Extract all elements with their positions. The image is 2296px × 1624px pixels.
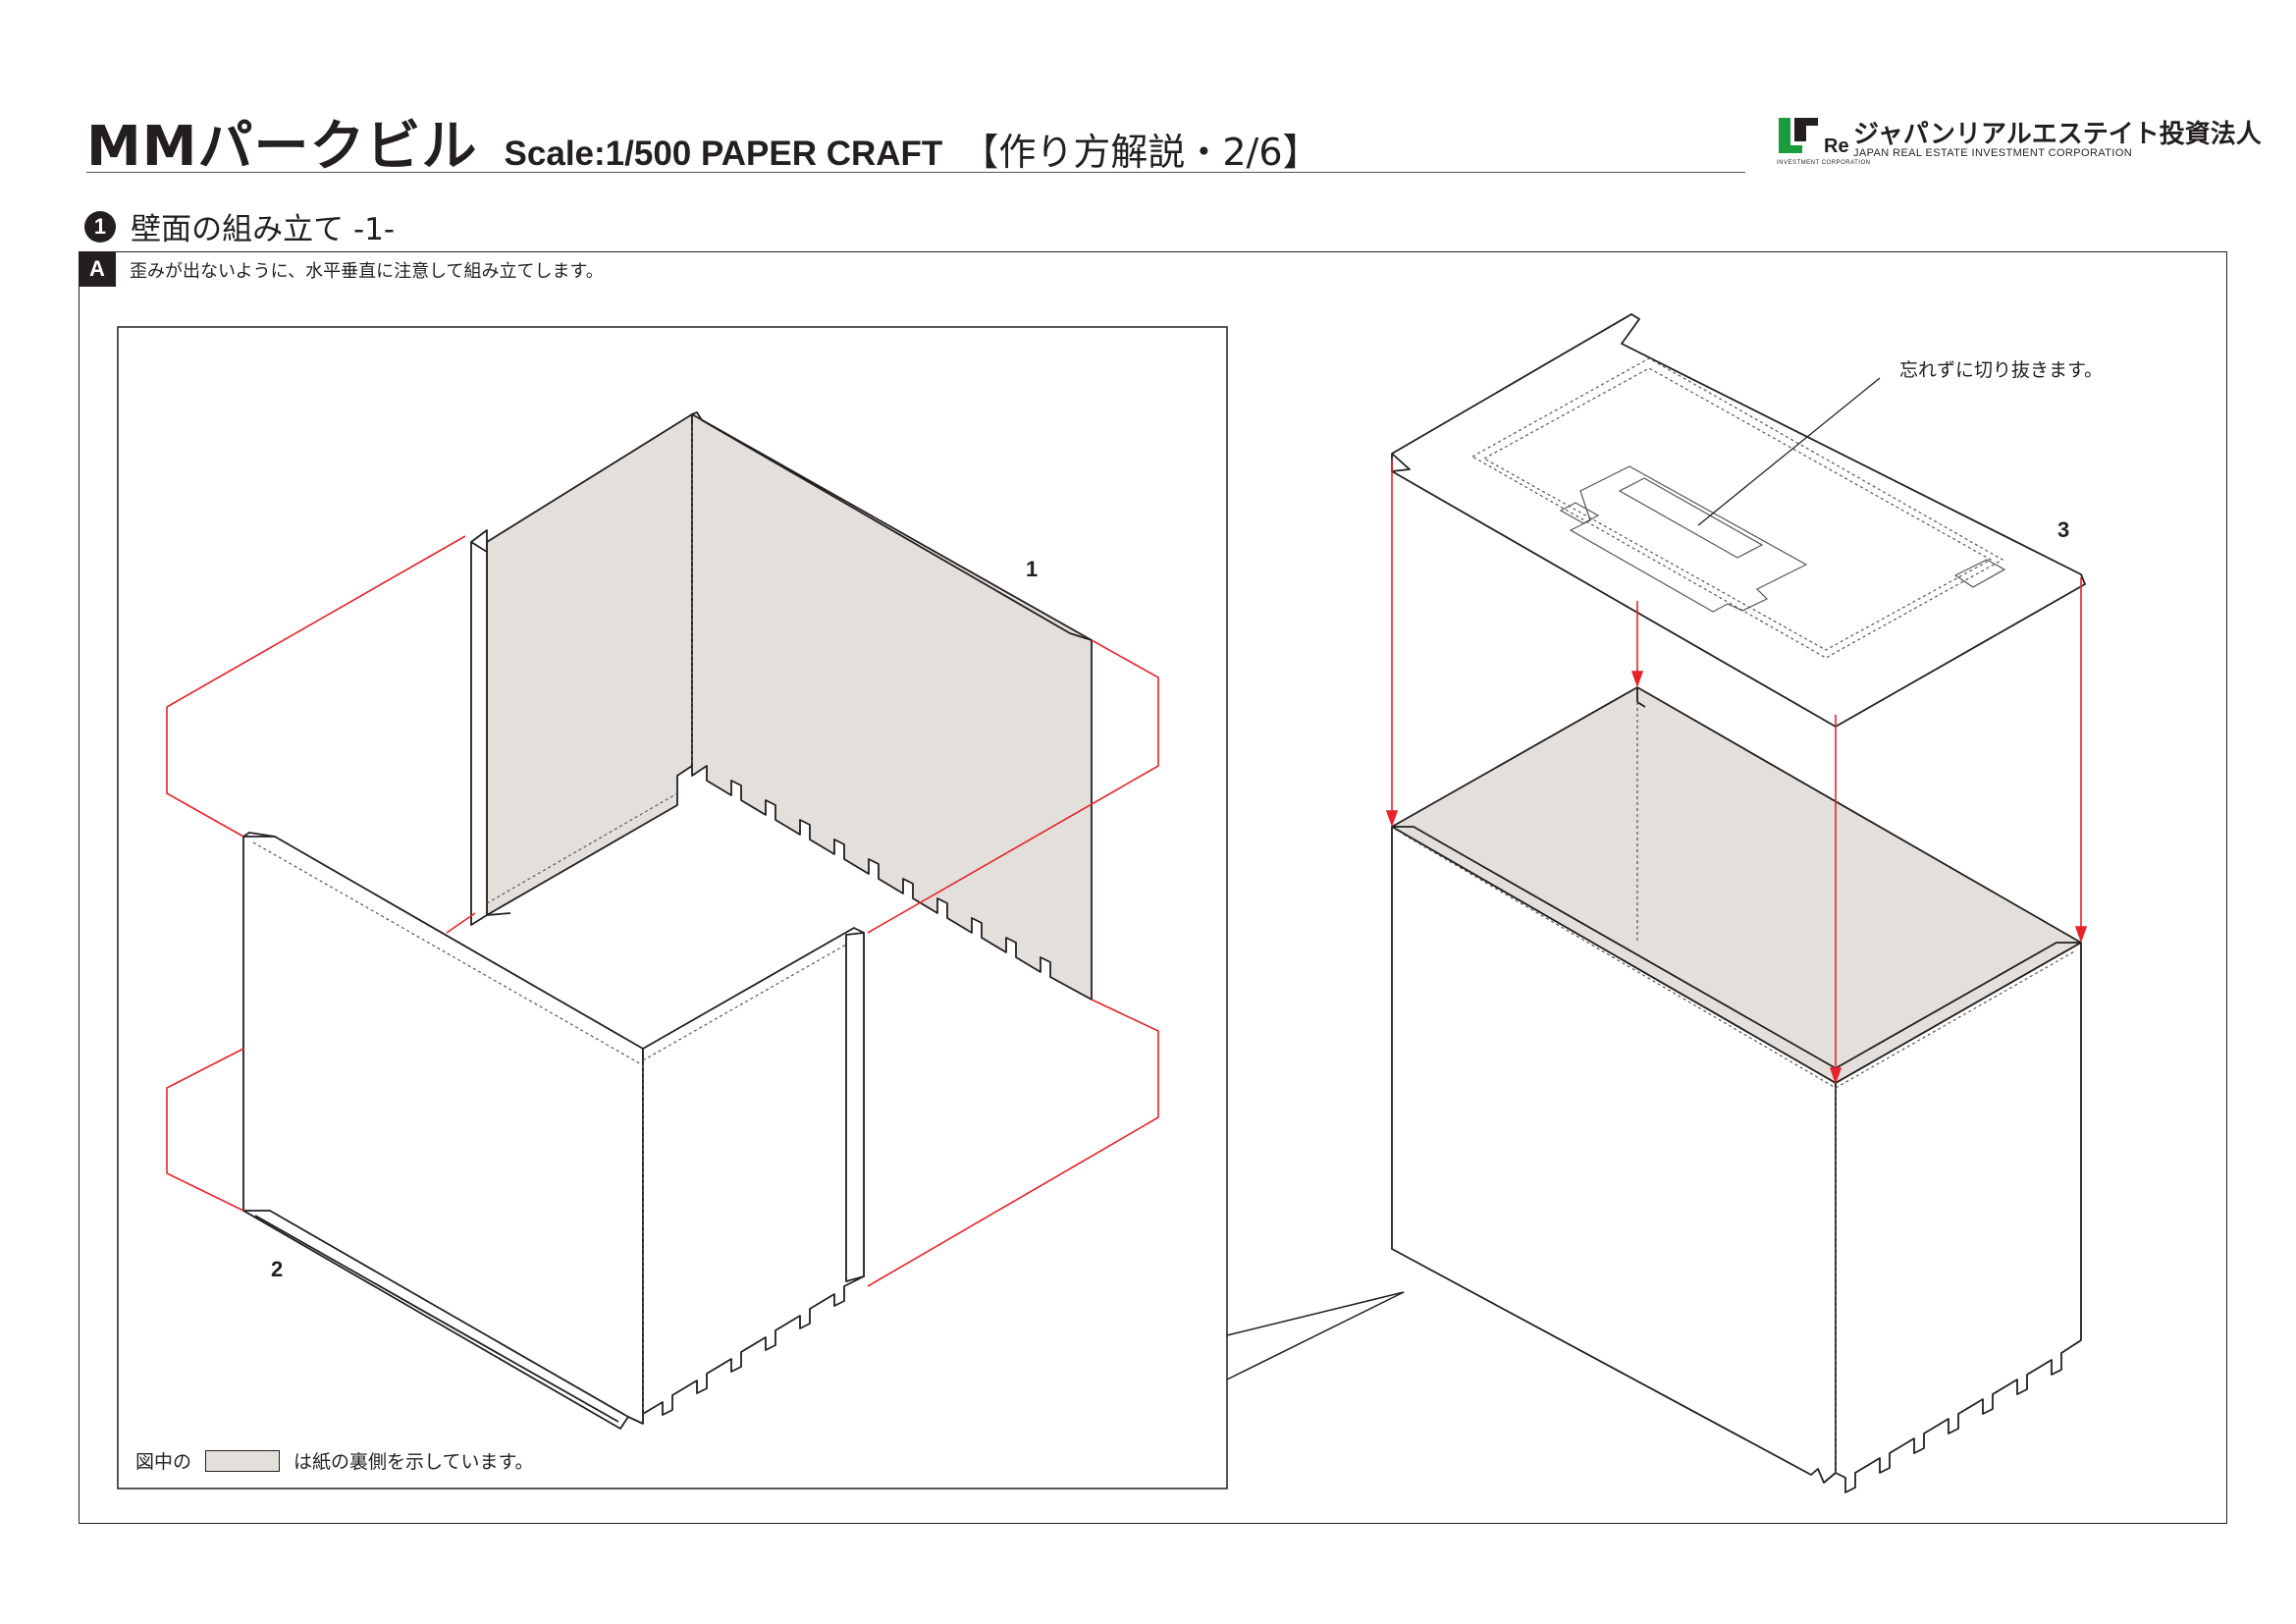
left-panel	[117, 326, 1405, 1489]
logo-sub-text: INVESTMENT CORPORATION	[1777, 160, 1871, 166]
title-part: 【作り方解説・2/6】	[961, 131, 1320, 174]
legend: 図中の は紙の裏側を示しています。	[135, 1447, 534, 1475]
logo-company-english: JAPAN REAL ESTATE INVESTMENT CORPORATION	[1853, 147, 2133, 159]
instruction-frame	[79, 251, 2227, 1524]
legend-text-after: は紙の裏側を示しています。	[294, 1451, 534, 1473]
logo-company-name: ジャパンリアルエステイト投資法人	[1853, 120, 2262, 149]
logo-re-text: Re	[1824, 135, 1849, 157]
cutout-callout: 忘れずに切り抜きます。	[1697, 359, 2103, 526]
step-badge: A	[79, 251, 116, 287]
company-logo: Re INVESTMENT CORPORATION ジャパンリアルエステイト投資…	[1775, 114, 2262, 169]
legend-swatch	[205, 1449, 281, 1472]
legend-text-before: 図中の	[135, 1451, 192, 1473]
part-label-2: 2	[271, 1257, 283, 1281]
page-title: MMパークビル Scale:1/500 PAPER CRAFT 【作り方解説・2…	[86, 102, 1320, 179]
section-number: 1	[84, 210, 116, 243]
title-main: MMパークビル	[86, 115, 478, 179]
step-instruction: 歪みが出ないように、水平垂直に注意して組み立てします。	[130, 261, 604, 282]
assembled-box	[1391, 686, 2082, 1493]
wall-1-fold-lines	[486, 424, 693, 904]
wall-part-1	[470, 411, 1093, 1001]
part-label-3: 3	[2057, 517, 2069, 542]
wall-2-fold-lines	[252, 841, 847, 1414]
title-scale: Scale:1/500 PAPER CRAFT	[504, 135, 943, 173]
jre-logo-icon	[1775, 116, 1822, 155]
box-fold-lines	[1403, 702, 2077, 1473]
wall-part-2	[242, 832, 865, 1430]
roof-outlines	[1470, 357, 2006, 659]
section-heading: 1 壁面の組み立て -1-	[84, 204, 396, 247]
roof-part-3	[1391, 313, 2086, 728]
part-label-1: 1	[1026, 557, 1038, 581]
left-guide-lines	[166, 535, 1159, 1287]
section-title: 壁面の組み立て -1-	[131, 212, 396, 247]
right-guide-lines	[1385, 460, 2088, 1085]
cutout-callout-text: 忘れずに切り抜きます。	[1899, 359, 2103, 381]
title-divider	[86, 172, 1745, 173]
